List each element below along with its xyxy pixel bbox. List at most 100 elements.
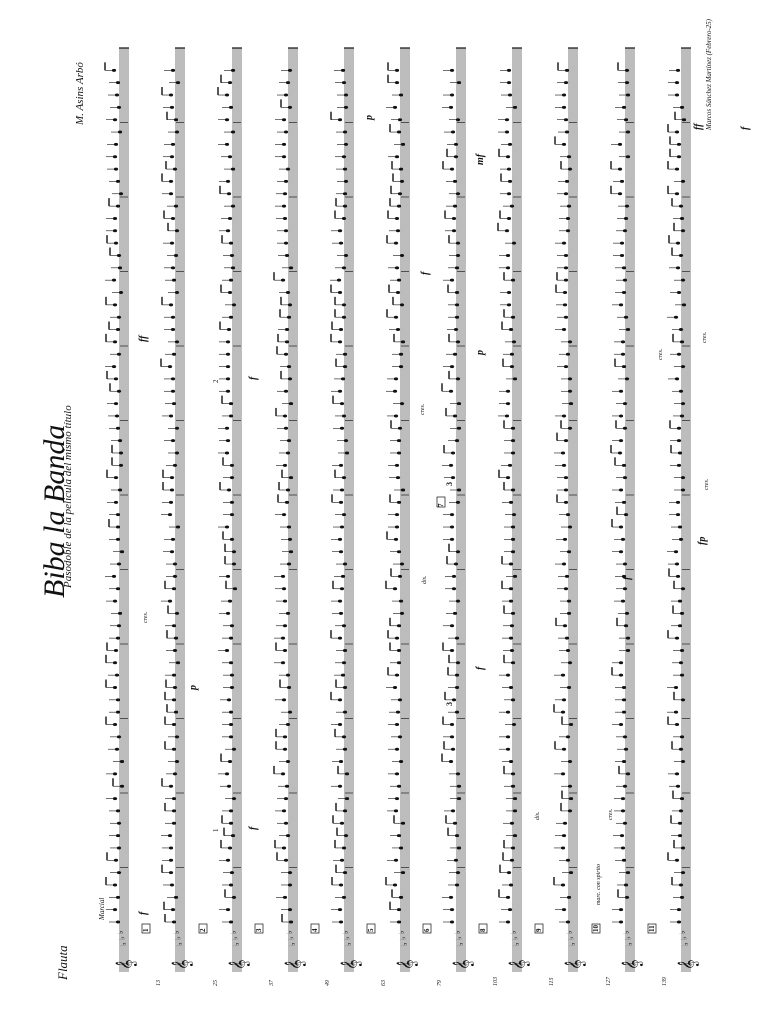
- treble-clef-icon: 𝄞: [285, 959, 306, 970]
- rehearsal-box: [647, 923, 657, 934]
- rehearsal-box: [436, 496, 446, 508]
- flat-icon: ♭: [287, 936, 296, 940]
- flat-icon: ♭: [397, 930, 406, 934]
- dynamic-marking: ff: [138, 334, 149, 342]
- flat-icon: ♭: [174, 936, 183, 940]
- treble-clef-icon: 𝄞: [229, 959, 250, 970]
- instrument-name: Flauta: [55, 945, 70, 980]
- measure-number: 127: [606, 976, 612, 986]
- flat-icon: ♭: [172, 930, 181, 934]
- composer-name: M. Asins Arbó: [74, 62, 86, 125]
- rehearsal-box: [310, 923, 320, 934]
- staff-system: 𝄞 ♭ ♭ ♭: [172, 47, 193, 972]
- flat-icon: ♭: [344, 942, 353, 946]
- dynamic-marking: f: [475, 665, 486, 670]
- rehearsal-box: [591, 923, 601, 934]
- measure-number: 139: [662, 977, 668, 986]
- rehearsal-mark: 3: [255, 928, 263, 932]
- volta-ending-2: 2: [212, 379, 220, 383]
- measure-number: 25: [213, 980, 219, 986]
- treble-clef-icon: 𝄞: [172, 959, 193, 970]
- measure-number: 49: [324, 980, 331, 986]
- staff-system: 𝄞♭♭♭: [341, 47, 362, 972]
- multirest-count: 3: [445, 482, 454, 486]
- flat-icon: ♭: [625, 942, 634, 946]
- measure-number: 79: [437, 980, 443, 986]
- staff-system: 𝄞♭♭♭: [285, 47, 306, 972]
- dynamic-marking: f: [622, 575, 633, 580]
- dynamic-marking: mf: [475, 152, 486, 165]
- dynamic-marking: f: [138, 910, 149, 915]
- measure-number: 63: [381, 980, 387, 986]
- treble-clef-icon: 𝄞: [453, 959, 474, 970]
- staff-system: 𝄞♭♭♭: [678, 47, 699, 972]
- measure-number: 13: [156, 980, 162, 986]
- rehearsal-mark: 1: [142, 928, 150, 932]
- arranger-credit: Marcos Sánchez Martínez (Febrero-25): [705, 18, 713, 130]
- staff-system: 𝄞 ♭ ♭ ♭: [397, 47, 418, 972]
- dynamic-marking: fp: [697, 537, 708, 545]
- flat-icon: ♭: [232, 942, 241, 946]
- expression-marking: cres.: [143, 612, 149, 623]
- measure-number: 103: [493, 977, 499, 986]
- staff-system: 𝄞♭♭♭: [229, 47, 250, 972]
- rehearsal-box: [534, 923, 544, 934]
- rehearsal-mark: 5: [367, 928, 375, 932]
- staff-system: 𝄞♭♭♭: [565, 47, 586, 972]
- treble-clef-icon: 𝄞: [622, 959, 643, 970]
- flat-icon: ♭: [624, 936, 633, 940]
- flat-icon: ♭: [456, 942, 465, 946]
- expression-marking: cres.: [702, 332, 708, 343]
- dynamic-marking: f: [248, 375, 259, 380]
- flat-icon: ♭: [343, 936, 352, 940]
- rehearsal-mark: 8: [479, 928, 487, 932]
- dynamic-marking: f: [248, 825, 259, 830]
- flat-icon: ♭: [453, 930, 462, 934]
- flat-icon: ♭: [509, 930, 518, 934]
- flat-icon: ♭: [116, 930, 125, 934]
- flat-icon: ♭: [229, 930, 238, 934]
- staff-system: 𝄞♭♭♭: [622, 47, 643, 972]
- staff-systems: 𝄞♭♭♭𝄞♭♭♭𝄞♭♭♭𝄞♭♭♭𝄞♭♭♭𝄞♭♭♭𝄞♭♭♭𝄞♭♭♭𝄞♭♭♭𝄞♭♭♭…: [116, 47, 699, 972]
- treble-clef-icon: 𝄞: [116, 959, 137, 970]
- flat-icon: ♭: [175, 942, 184, 946]
- dynamic-marking: p: [475, 350, 486, 356]
- rehearsal-mark: 6: [423, 928, 431, 932]
- flat-icon: ♭: [681, 942, 690, 946]
- flat-icon: ♭: [680, 936, 689, 940]
- dynamic-marking: p: [188, 685, 199, 691]
- rehearsal-mark: 2: [199, 928, 207, 932]
- treble-clef-icon: 𝄞: [678, 959, 699, 970]
- treble-clef-icon: 𝄞: [509, 959, 530, 970]
- tempo-marking: Marcial: [98, 898, 106, 921]
- rehearsal-box: [198, 923, 208, 934]
- rehearsal-box: [478, 923, 488, 934]
- rehearsal-mark: 7: [437, 503, 445, 507]
- flat-icon: ♭: [568, 942, 577, 946]
- dynamic-marking: p: [364, 115, 375, 121]
- flat-icon: ♭: [400, 942, 409, 946]
- flat-icon: ♭: [341, 930, 350, 934]
- flat-icon: ♭: [511, 936, 520, 940]
- flat-icon: ♭: [512, 942, 521, 946]
- rehearsal-mark: 4: [311, 928, 319, 932]
- expression-marking: marc. con spirito: [596, 864, 602, 905]
- rehearsal-mark: 10: [592, 925, 600, 933]
- dynamic-marking: ff: [693, 122, 704, 130]
- flat-icon: ♭: [288, 942, 297, 946]
- treble-clef-icon: 𝄞: [565, 959, 586, 970]
- expression-marking: dis.: [422, 575, 428, 584]
- measure-number: 115: [549, 977, 555, 986]
- rehearsal-box: [141, 923, 151, 934]
- flat-icon: ♭: [399, 936, 408, 940]
- flat-icon: ♭: [119, 942, 128, 946]
- staff-system: 𝄞♭♭♭: [116, 47, 137, 972]
- expression-marking: cres.: [420, 404, 426, 415]
- rehearsal-box: [422, 923, 432, 934]
- expression-marking: cres.: [608, 809, 614, 820]
- dynamic-marking: f: [740, 125, 751, 130]
- multirest-count: 3: [445, 702, 454, 706]
- treble-clef-icon: 𝄞: [397, 959, 418, 970]
- flat-icon: ♭: [567, 936, 576, 940]
